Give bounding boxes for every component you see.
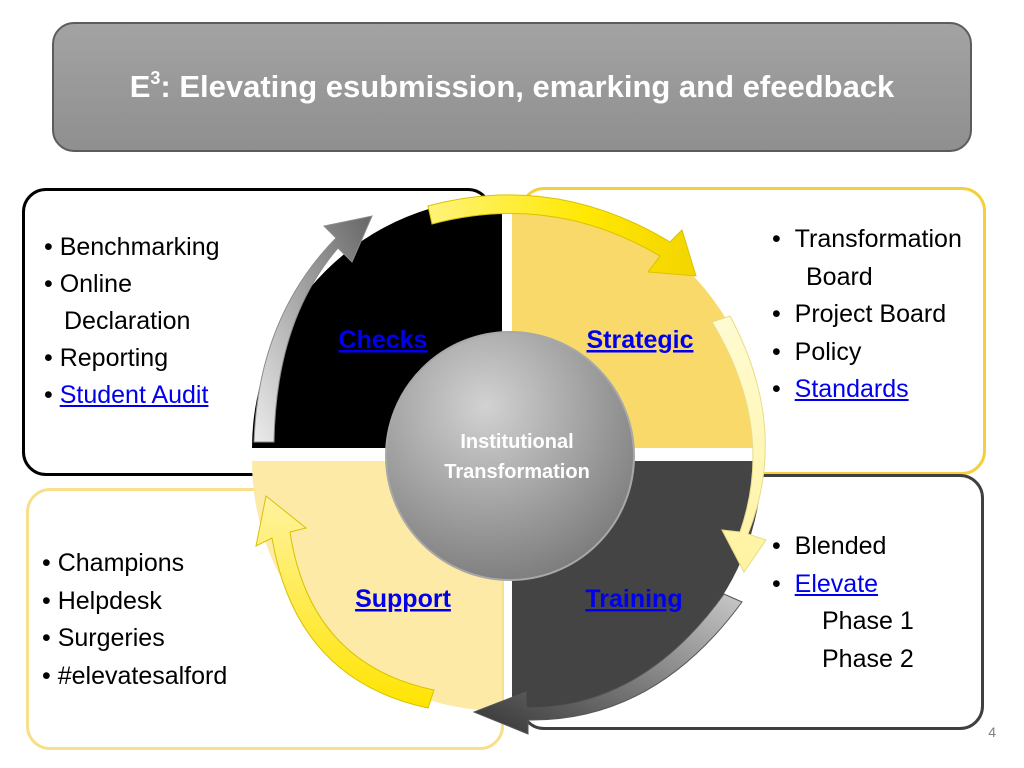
strategic-top-arrow-icon <box>427 194 697 277</box>
list-item: • Surgeries <box>42 624 165 652</box>
student-audit-link[interactable]: Student Audit <box>59 381 209 409</box>
checks-list: • Benchmarking • Online Declaration • Re… <box>44 229 220 414</box>
list-item: • Online <box>44 270 132 298</box>
strategic-link[interactable]: Strategic <box>587 326 694 354</box>
elevate-link[interactable]: Elevate <box>794 569 879 598</box>
list-item: • Elevate <box>772 569 879 598</box>
list-item: • Champions <box>42 549 185 577</box>
title-bar: E3: Elevating esubmission, emarking and … <box>52 22 972 152</box>
slide-title: E3: Elevating esubmission, emarking and … <box>129 67 895 104</box>
list-item: • Reporting <box>44 344 169 372</box>
list-subitem: Phase 2 <box>822 644 914 673</box>
center-label-line1: Institutional <box>460 431 573 453</box>
training-list: • Blended • Elevate Phase 1 Phase 2 <box>772 528 914 678</box>
checks-link[interactable]: Checks <box>339 326 428 354</box>
list-subitem: Phase 1 <box>822 607 914 635</box>
list-item: • Policy <box>772 337 862 366</box>
training-arrow-icon <box>472 593 743 735</box>
strategic-list: • Transformation Board • Project Board •… <box>772 221 962 409</box>
list-item: • Transformation <box>772 225 962 253</box>
strategic-side-arrow-icon <box>711 315 767 573</box>
list-item: • Benchmarking <box>44 233 220 261</box>
list-item-continuation: Declaration <box>64 307 191 335</box>
list-item: • Student Audit <box>44 381 209 409</box>
training-link[interactable]: Training <box>585 585 682 613</box>
page-number: 4 <box>988 724 996 740</box>
support-link[interactable]: Support <box>355 585 451 613</box>
list-item: • Blended <box>772 532 887 560</box>
center-circle <box>385 331 635 581</box>
center-label-line2: Transformation <box>444 461 590 483</box>
list-item: • Helpdesk <box>42 586 162 615</box>
list-item: • Project Board <box>772 300 947 328</box>
checks-arrow-icon <box>253 215 373 443</box>
support-arrow-icon <box>255 495 435 709</box>
list-item: • Standards <box>772 375 909 403</box>
list-item: • #elevatesalford <box>42 661 228 690</box>
list-item-continuation: Board <box>806 262 873 291</box>
standards-link[interactable]: Standards <box>794 375 909 403</box>
support-list: • Champions • Helpdesk • Surgeries • #el… <box>42 545 227 695</box>
